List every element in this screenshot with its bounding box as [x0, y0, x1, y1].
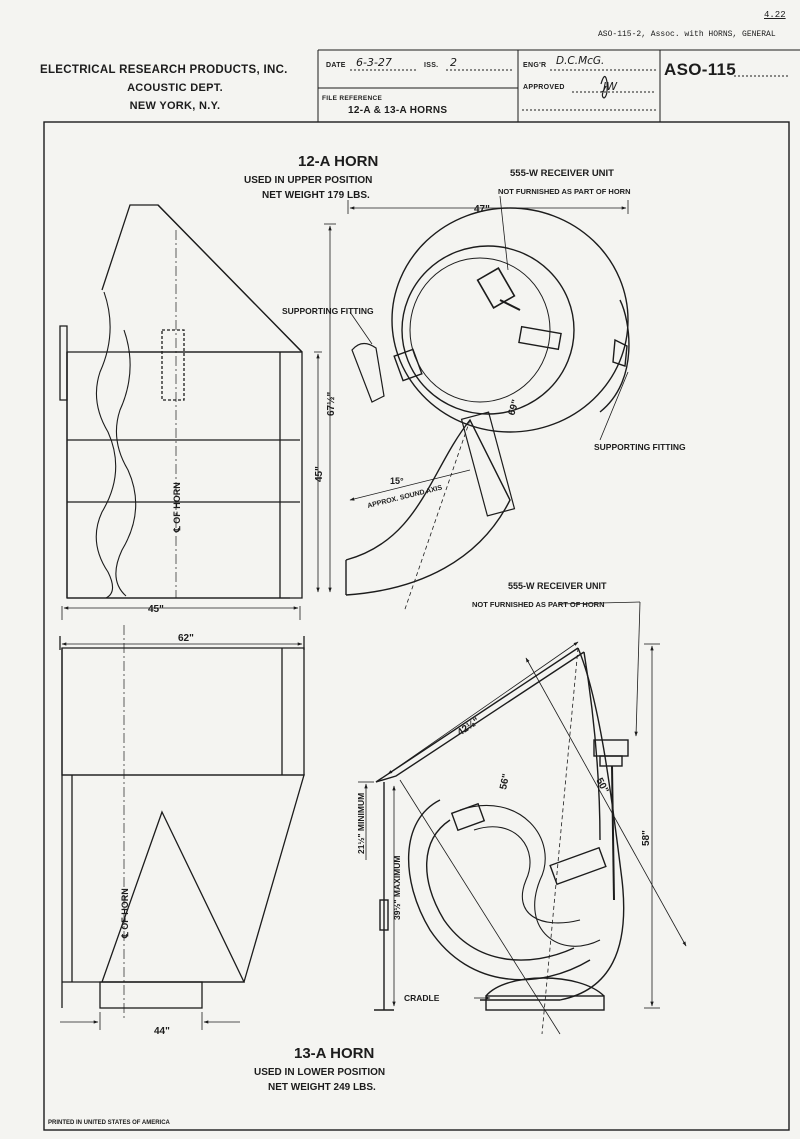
date-value: 6-3-27: [356, 56, 392, 69]
company-name: ELECTRICAL RESEARCH PRODUCTS, INC.: [40, 64, 288, 76]
supporting-fitting-label-2: SUPPORTING FITTING: [594, 442, 686, 452]
issue-value: 2: [450, 56, 457, 69]
supporting-fitting-label-1: SUPPORTING FITTING: [282, 306, 374, 316]
sheet-border: [43, 121, 790, 1131]
dim-13a-58-label: 58": [641, 830, 652, 846]
dim-13a-lines: [358, 601, 687, 1035]
date-label: DATE: [326, 62, 346, 69]
horn-13a-receiver-label: 555-W RECEIVER UNIT: [508, 581, 607, 591]
horn-13a-title: 13-A HORN: [294, 1045, 374, 1062]
dim-13a-42-label: 42½": [456, 716, 482, 739]
horn-12a-centerline-label: ℄ OF HORN: [172, 482, 182, 533]
horn-12a-subtitle-2: NET WEIGHT 179 LBS.: [262, 190, 370, 201]
dim-13a-62-label: 62": [178, 633, 194, 644]
horn-12a-side-view: [59, 204, 303, 599]
issue-label: ISS.: [424, 62, 439, 69]
dim-12a-67-label: 67½": [326, 392, 337, 416]
department: ACOUSTIC DEPT.: [127, 82, 223, 94]
footer-printed: PRINTED IN UNITED STATES OF AMERICA: [48, 1120, 171, 1126]
horn-12a-receiver-label: 555-W RECEIVER UNIT: [510, 168, 614, 179]
file-note: ASO-115-2, Assoc. with HORNS, GENERAL: [598, 30, 776, 39]
dim-13a-21-minimum-label: 21½" MINIMUM: [356, 793, 366, 854]
dim-12a-vertical: [314, 223, 336, 593]
horn-13a-subtitle-2: NET WEIGHT 249 LBS.: [268, 1082, 376, 1093]
file-reference-label: FILE REFERENCE: [322, 95, 383, 102]
dim-13a-39-maximum-label: 39½" MAXIMUM: [392, 856, 402, 921]
file-reference-value: 12-A & 13-A HORNS: [348, 105, 448, 116]
engineer-value: D.C.McG.: [556, 55, 605, 67]
dim-12a-69-label: 69": [506, 398, 521, 417]
horn-12a-receiver-note: NOT FURNISHED AS PART OF HORN: [498, 187, 631, 196]
horn-13a-centerline-label: ℄ OF HORN: [120, 888, 130, 939]
horn-13a-receiver-note: NOT FURNISHED AS PART OF HORN: [472, 600, 605, 609]
dim-12a-45-vertical-label: 45": [314, 466, 325, 482]
drawing-number: ASO-115: [664, 60, 737, 79]
dim-12a-45-horizontal: [61, 606, 301, 620]
horn-12a-curled-view: [345, 207, 630, 596]
horn-13a-subtitle-1: USED IN LOWER POSITION: [254, 1067, 385, 1078]
horn-13a-curled-view: [374, 647, 629, 1011]
horn-13a-side-view: [59, 625, 305, 1018]
dim-13a-44-label: 44": [154, 1026, 170, 1037]
dim-13a-44: [60, 1012, 240, 1030]
dim-12a-47-label: 47": [474, 204, 490, 215]
city: NEW YORK, N.Y.: [129, 100, 221, 112]
page-number: 4.22: [764, 10, 786, 20]
cradle-label: CRADLE: [404, 993, 440, 1003]
horn-12a-title: 12-A HORN: [298, 153, 378, 170]
dim-12a-45-horizontal-label: 45": [148, 604, 164, 615]
title-block-frame: [317, 49, 800, 122]
sound-axis-label: APPROX. SOUND AXIS: [367, 484, 443, 509]
engineer-label: ENG'R: [523, 62, 547, 69]
dim-12a-15deg-label: 15°: [390, 476, 404, 486]
dim-13a-56-label: 56": [498, 773, 512, 791]
dim-12a-47: [347, 195, 629, 613]
approved-label: APPROVED: [523, 84, 565, 91]
horn-12a-subtitle-1: USED IN UPPER POSITION: [244, 175, 372, 186]
